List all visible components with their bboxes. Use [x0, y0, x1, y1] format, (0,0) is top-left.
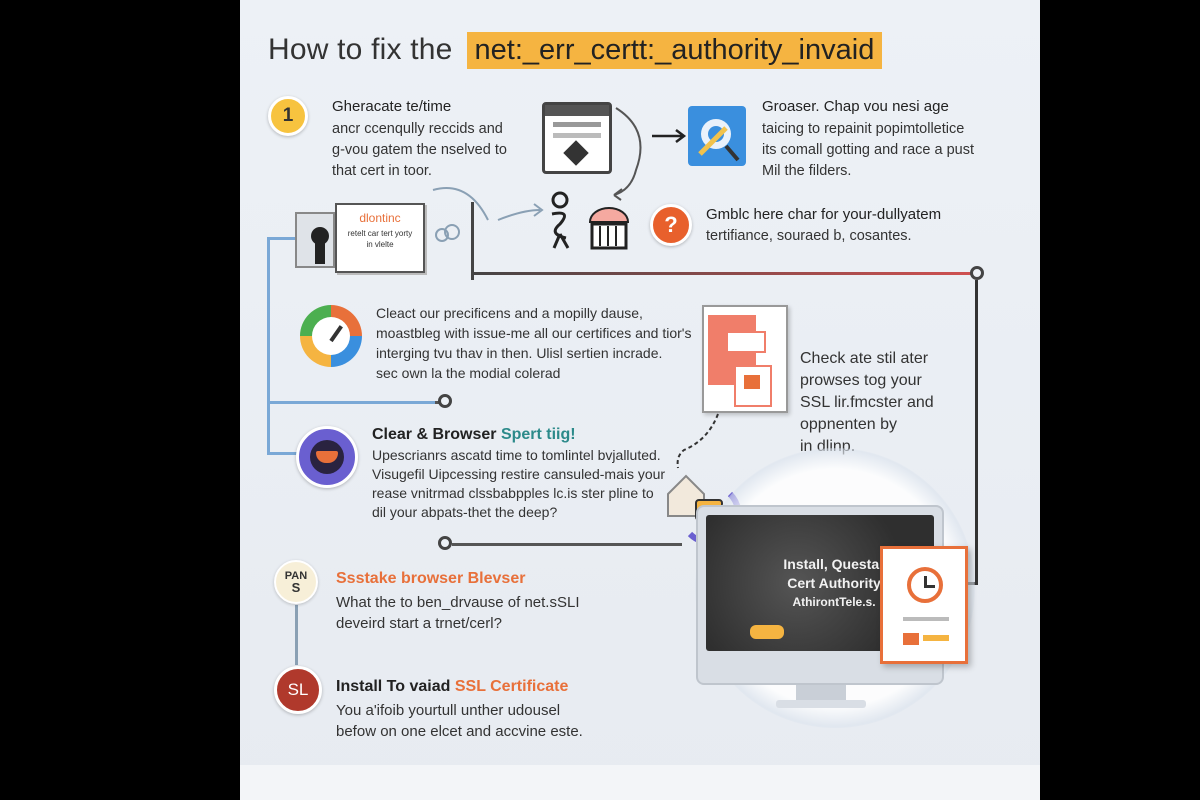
- step-1-line-1: ancr ccenqully reccids and: [332, 121, 503, 137]
- connector-upper-vertical: [471, 202, 474, 280]
- connector-left-vertical: [267, 237, 270, 455]
- step-3-body: tertifiance, souraed b, cosantes.: [706, 226, 912, 247]
- step-2-line-3: Mil the filders.: [762, 163, 852, 179]
- gauge-icon: [300, 305, 362, 367]
- step-6-title-accent: Spert tiig!: [500, 426, 576, 443]
- step-6-line-1: Upescrianrs ascatd time to tomlintel bvj…: [372, 447, 661, 463]
- step-5-body: Check ate stil ater prowses tog your SSL…: [800, 348, 934, 458]
- step-5-line-1: Check ate stil ater: [800, 350, 929, 367]
- step-5-line-2: prowses tog your: [800, 372, 922, 389]
- step-8-line-1: You a'ifoib yourtull unther udousel: [336, 702, 561, 719]
- person-link-icon: [551, 191, 570, 249]
- step-1-line-2: g-vou gatem the nselved to: [332, 142, 507, 158]
- monitor-line-3: AthirontTele.s.: [792, 595, 876, 609]
- step-7-line-2: deveird start a trnet/cerl?: [336, 615, 502, 632]
- monitor-base: [776, 700, 866, 708]
- connector-lower-horizontal: [452, 543, 682, 546]
- step-5-line-3: SSL lir.fmcster and: [800, 394, 934, 411]
- connector-left-top: [267, 237, 297, 240]
- step-2-body: taicing to repainit popimtolletice its c…: [762, 119, 974, 182]
- step-7-line-1: What the to ben_drvause of net.sSLI: [336, 594, 580, 611]
- step-1-number: 1: [282, 105, 294, 126]
- step-2-line-2: its comall gotting and race a pust: [762, 142, 974, 158]
- monitor-stand: [796, 685, 846, 701]
- step-7-body: What the to ben_drvause of net.sSLI deve…: [336, 592, 580, 634]
- step-4-line-1: Cleact our precificens and a mopilly dau…: [376, 305, 643, 321]
- step-6-body: Upescrianrs ascatd time to tomlintel bvj…: [372, 446, 665, 522]
- keyhole-icon: [311, 227, 329, 264]
- step-1-body: ancr ccenqully reccids and g-vou gatem t…: [332, 119, 507, 182]
- curved-arrow-icon: [613, 107, 642, 201]
- document-card: dlontinc retelt car tert yorty in vlelte: [335, 203, 425, 273]
- step-8-title-plain: Install To vaiad: [336, 678, 455, 695]
- step-2-line-1: taicing to repainit popimtolletice: [762, 121, 965, 137]
- step-5-line-4: oppnenten by: [800, 416, 897, 433]
- document-card-heading: dlontinc: [359, 211, 401, 225]
- step-6-title: Clear & Browser Spert tiig!: [372, 426, 576, 444]
- step-4-line-2: moastbleg with issue-me all our certific…: [376, 325, 692, 341]
- step-6-line-2: Visugefil Uipcessing restire cansuled-ma…: [372, 466, 666, 482]
- right-arrow-icon: [652, 129, 687, 143]
- clipboard-icon: [702, 305, 788, 413]
- help-question-mark: ?: [664, 212, 678, 237]
- step-2-title: Groaser. Chap vou nesi age: [762, 98, 949, 115]
- step-4-line-3: interging tvu thav in then. Ulisl sertie…: [376, 345, 663, 361]
- step-1-line-3: that cert in toor.: [332, 163, 432, 179]
- step-3-title: Gmblc here char for your-dullyatem: [706, 206, 942, 223]
- page-title: How to fix the net:_err_certt:_authority…: [268, 30, 883, 70]
- step-6-line-3: rease vnitrmad clssbabpples lc.is ster p…: [372, 485, 654, 501]
- browser-badge: [296, 426, 358, 488]
- connector-node-lower: [438, 536, 452, 550]
- step-8-body: You a'ifoib yourtull unther udousel befo…: [336, 700, 583, 742]
- connector-node-mid: [438, 394, 452, 408]
- browser-window-icon: [542, 102, 612, 174]
- ssl-badge: SL: [274, 666, 322, 714]
- dashed-arrow-icon: [676, 413, 719, 469]
- infographic-page: How to fix the net:_err_certt:_authority…: [240, 0, 1040, 800]
- connector-upper-horizontal: [471, 272, 974, 275]
- connector-mid-horizontal: [270, 401, 440, 404]
- pan-badge-top: PAN: [284, 570, 308, 582]
- clock-icon: [907, 567, 943, 603]
- shopping-basket-icon: [588, 207, 630, 250]
- step-6-title-plain: Clear & Browser: [372, 426, 501, 443]
- magnifier-settings-icon: [688, 106, 746, 166]
- title-highlight: net:_err_certt:_authority_invaid: [466, 31, 883, 69]
- monitor-line-1: Install, Questar: [783, 556, 885, 572]
- document-card-line-2: in vlelte: [366, 240, 394, 249]
- connector-left-bottom: [267, 452, 299, 455]
- hand-pointer-icon: [750, 625, 784, 639]
- connector-node-upper-right: [970, 266, 984, 280]
- connector-bottom-vertical: [295, 605, 298, 665]
- step-8-title-accent: SSL Certificate: [454, 678, 569, 695]
- step-4-body: Cleact our precificens and a mopilly dau…: [376, 303, 691, 383]
- step-6-line-4: dil your abpats-thet the deep?: [372, 504, 558, 520]
- step-3-line-1: tertifiance, souraed b, cosantes.: [706, 228, 912, 244]
- document-card-line-1: retelt car tert yorty: [347, 229, 413, 238]
- step-7-title: Ssstake browser Blevser: [336, 570, 526, 587]
- step-8-line-2: befow on one elcet and accvine este.: [336, 723, 583, 740]
- step-8-title: Install To vaiad SSL Certificate: [336, 678, 568, 696]
- monitor-text: Install, Questar Cert Authority Athiront…: [764, 555, 904, 612]
- certificate-card: [880, 546, 968, 664]
- pan-badge: PAN S: [274, 560, 318, 604]
- step-1-badge: 1: [268, 96, 308, 136]
- step-1-title: Gheracate te/time: [332, 98, 452, 115]
- pan-badge-bottom: S: [291, 580, 301, 595]
- help-badge: ?: [650, 204, 692, 246]
- step-4-line-4: sec own la the modial colerad: [376, 365, 561, 381]
- monitor-line-2: Cert Authority: [787, 575, 881, 591]
- title-prefix: How to fix the: [268, 33, 453, 66]
- ssl-badge-text: SL: [287, 680, 309, 699]
- bottom-band: [240, 765, 1040, 800]
- cloud-arrow-icon: [432, 187, 544, 242]
- connector-right-vertical: [975, 280, 978, 585]
